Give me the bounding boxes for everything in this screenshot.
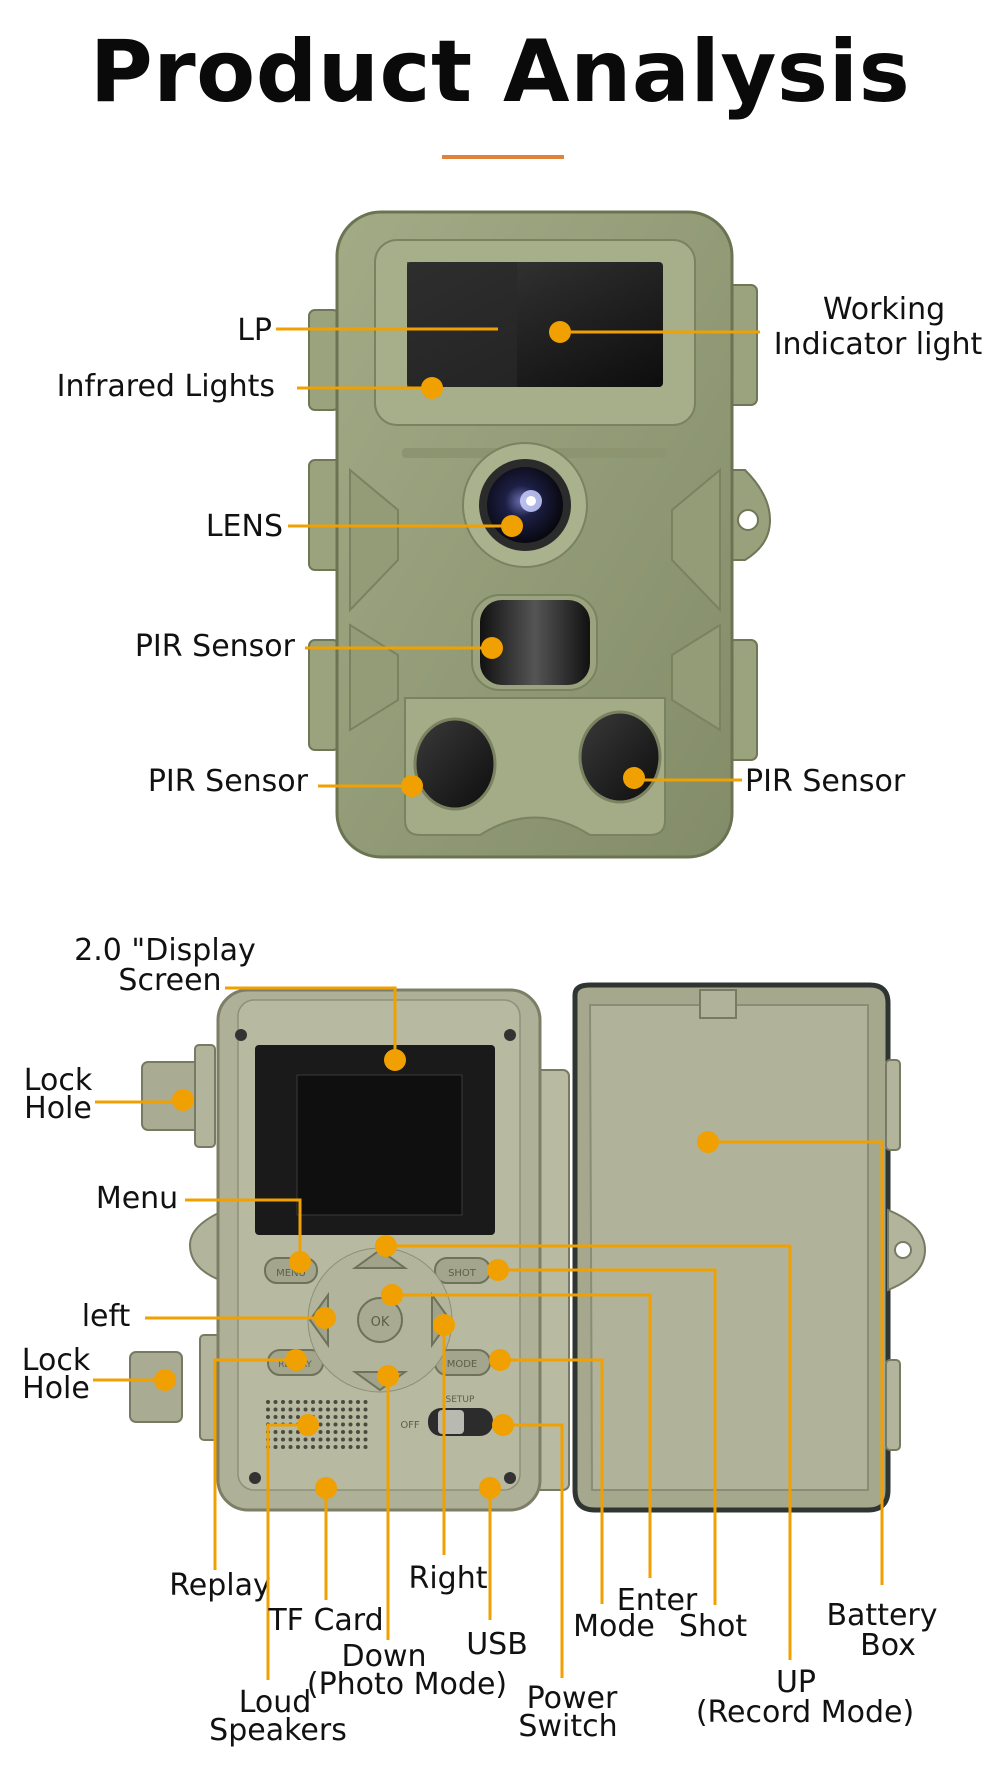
svg-text:PIR Sensor: PIR Sensor: [135, 629, 296, 664]
callout-lock-hole-bottom: Lock Hole: [22, 1343, 176, 1406]
title-underline: [442, 155, 564, 159]
front-camera-illustration: [308, 210, 772, 859]
svg-text:OK: OK: [371, 1315, 390, 1330]
callout-lp: LP: [237, 313, 498, 348]
callout-lens: LENS: [206, 509, 523, 544]
callout-menu: Menu: [96, 1181, 311, 1273]
svg-text:Battery: Battery: [826, 1598, 937, 1633]
callout-power-switch: Power Switch: [492, 1414, 618, 1744]
callout-pir-sensor-right: PIR Sensor: [623, 764, 906, 799]
callout-working-indicator: Working Indicator light: [549, 292, 983, 362]
svg-text:Power: Power: [527, 1681, 618, 1716]
callout-enter: Enter: [381, 1284, 698, 1618]
svg-text:PIR Sensor: PIR Sensor: [148, 764, 309, 799]
svg-text:Hole: Hole: [24, 1091, 92, 1126]
svg-text:Speakers: Speakers: [209, 1713, 347, 1748]
callout-pir-sensor-top: PIR Sensor: [135, 629, 503, 664]
svg-text:Infrared Lights: Infrared Lights: [57, 369, 275, 404]
callout-loud-speakers: Loud Speakers: [209, 1414, 347, 1748]
svg-text:LENS: LENS: [206, 509, 283, 544]
svg-text:Enter: Enter: [617, 1583, 698, 1618]
callout-pir-sensor-left: PIR Sensor: [148, 764, 423, 799]
callout-mode: Mode: [489, 1349, 655, 1644]
callout-usb: USB: [466, 1477, 528, 1662]
svg-text:Mode: Mode: [573, 1609, 655, 1644]
svg-text:MENU: MENU: [276, 1268, 306, 1279]
callout-down: Down (Photo Mode): [307, 1365, 507, 1702]
callout-tf-card: TF Card: [267, 1477, 384, 1638]
svg-text:UP: UP: [776, 1665, 816, 1700]
svg-text:OFF: OFF: [400, 1420, 420, 1431]
svg-text:MODE: MODE: [447, 1359, 478, 1370]
callout-lock-hole-top: Lock Hole: [24, 1063, 194, 1126]
svg-text:TF Card: TF Card: [267, 1603, 383, 1638]
svg-text:Working: Working: [823, 292, 945, 327]
page-title: Product Analysis: [89, 22, 911, 122]
svg-text:Lock: Lock: [22, 1343, 91, 1378]
svg-text:LP: LP: [237, 313, 272, 348]
callout-right: Right: [409, 1314, 488, 1596]
svg-text:Menu: Menu: [96, 1181, 178, 1216]
svg-text:Down: Down: [341, 1639, 426, 1674]
svg-text:Hole: Hole: [22, 1371, 90, 1406]
svg-text:Lock: Lock: [24, 1063, 93, 1098]
svg-text:2.0 "Display: 2.0 "Display: [74, 933, 256, 968]
callout-battery-box: Battery Box: [697, 1131, 938, 1663]
callout-shot: Shot: [487, 1259, 747, 1644]
svg-text:(Record Mode): (Record Mode): [696, 1695, 914, 1730]
svg-text:left: left: [82, 1299, 131, 1334]
svg-text:(Photo Mode): (Photo Mode): [307, 1667, 507, 1702]
callout-up: UP (Record Mode): [375, 1235, 914, 1730]
callout-replay: Replay: [169, 1349, 307, 1603]
callout-infrared-lights: Infrared Lights: [57, 369, 443, 404]
svg-text:Switch: Switch: [518, 1709, 617, 1744]
svg-text:PIR Sensor: PIR Sensor: [745, 764, 906, 799]
svg-text:Replay: Replay: [169, 1568, 270, 1603]
svg-text:Box: Box: [860, 1628, 916, 1663]
svg-text:SHOT: SHOT: [448, 1268, 477, 1279]
svg-text:USB: USB: [466, 1627, 528, 1662]
svg-text:Shot: Shot: [679, 1609, 747, 1644]
svg-text:Indicator light: Indicator light: [774, 327, 983, 362]
callout-left: left: [82, 1299, 336, 1334]
callout-display-screen: 2.0 "Display Screen: [74, 933, 406, 1071]
svg-text:Screen: Screen: [118, 963, 221, 998]
svg-text:SETUP: SETUP: [446, 1395, 475, 1405]
svg-text:Right: Right: [409, 1561, 488, 1596]
svg-text:Loud: Loud: [239, 1685, 312, 1720]
